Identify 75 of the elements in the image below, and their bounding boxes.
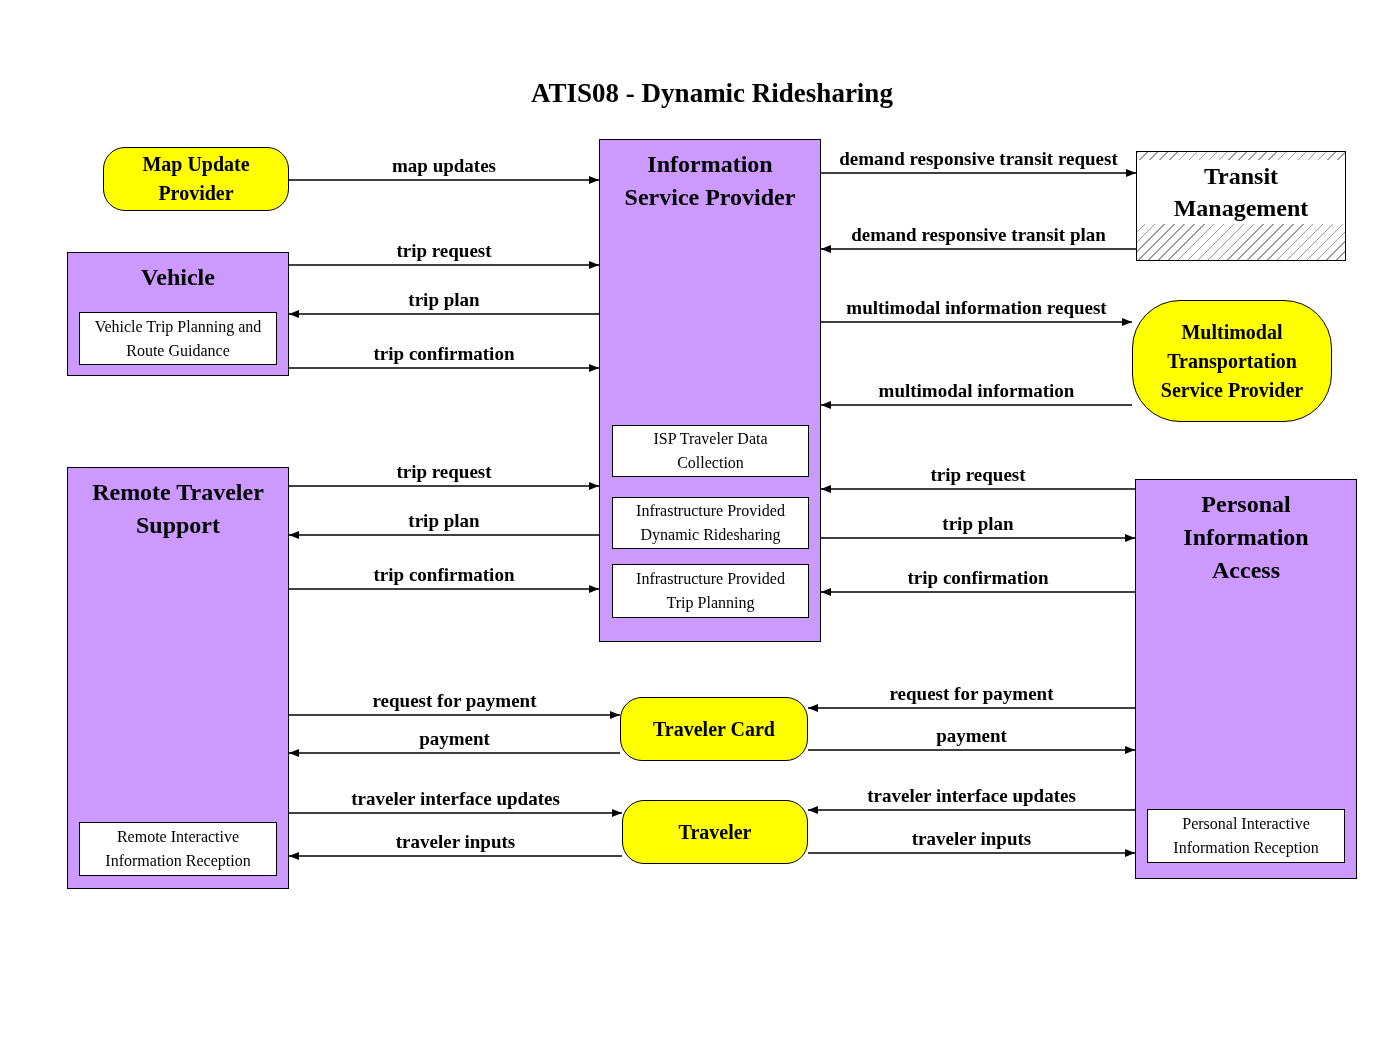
- edge-label: payment: [936, 724, 1007, 748]
- edge-label: request for payment: [372, 689, 537, 713]
- edge-label: trip request: [930, 463, 1026, 487]
- edge-label: trip plan: [942, 512, 1014, 536]
- equipment-package-box: [612, 497, 809, 549]
- edge-label: traveler interface updates: [351, 787, 560, 811]
- arrow: [807, 704, 1136, 712]
- node-label: Remote Interactive Information Reception: [104, 827, 252, 872]
- edge-label: trip confirmation: [907, 566, 1049, 590]
- terminator-box: [1132, 300, 1332, 422]
- node-label: Transit Management: [1137, 160, 1345, 224]
- equipment-package-box: [612, 425, 809, 477]
- equipment-package-box: [79, 822, 277, 876]
- arrow: [820, 169, 1137, 177]
- arrow: [807, 746, 1136, 754]
- edge-label: traveler inputs: [911, 827, 1032, 851]
- edge-label: trip confirmation: [373, 563, 515, 587]
- node-label: Infrastructure Provided Dynamic Ridesharing: [635, 501, 786, 546]
- edge-label: trip confirmation: [373, 342, 515, 366]
- node-label: Infrastructure Provided Trip Planning: [635, 569, 786, 614]
- arrow: [288, 585, 600, 593]
- arrow: [820, 534, 1136, 542]
- arrow: [820, 401, 1133, 409]
- arrow: [820, 588, 1136, 596]
- arrow: [288, 482, 600, 490]
- arrow: [288, 711, 621, 719]
- edge-label: map updates: [392, 154, 496, 178]
- diagram-title: ATIS08 - Dynamic Ridesharing: [530, 77, 894, 110]
- arrow: [807, 849, 1136, 857]
- subsystem-box: [67, 467, 289, 889]
- terminator-box: [620, 697, 808, 761]
- arrow: [288, 364, 600, 372]
- subsystem-box: [67, 252, 289, 376]
- subsystem-box: [1135, 479, 1357, 879]
- node-label: Remote Traveler Support: [91, 478, 265, 540]
- node-label: Traveler: [678, 819, 752, 845]
- arrow: [820, 485, 1136, 493]
- node-label: Vehicle: [140, 263, 216, 292]
- arrow: [288, 531, 600, 539]
- arrow: [807, 806, 1136, 814]
- subsystem-box: [599, 139, 821, 642]
- edge-label: traveler interface updates: [867, 784, 1076, 808]
- edge-label: traveler inputs: [395, 830, 516, 854]
- edge-label: trip plan: [408, 509, 480, 533]
- node-label: ISP Traveler Data Collection: [652, 429, 769, 473]
- terminator-box: [1136, 151, 1346, 261]
- node-label: Map Update Provider: [141, 152, 251, 206]
- edge-label: request for payment: [889, 682, 1054, 706]
- edge-label: demand responsive transit plan: [851, 223, 1106, 247]
- node-label: Personal Information Access: [1182, 490, 1310, 585]
- node-label: Personal Interactive Information Reception: [1172, 814, 1320, 859]
- equipment-package-box: [1147, 809, 1345, 863]
- edge-label: multimodal information: [878, 379, 1075, 403]
- edge-label: payment: [419, 727, 490, 751]
- node-label: Traveler Card: [653, 716, 775, 742]
- node-label: Vehicle Trip Planning and Route Guidance: [93, 316, 263, 361]
- arrow: [288, 809, 623, 817]
- arrow: [288, 261, 600, 269]
- arrow: [288, 176, 600, 184]
- arrow: [288, 852, 623, 860]
- terminator-box: [622, 800, 808, 864]
- arrow: [288, 749, 621, 757]
- equipment-package-box: [79, 312, 277, 365]
- edge-label: multimodal information request: [846, 296, 1107, 320]
- edge-label: trip request: [396, 460, 492, 484]
- edge-label: trip request: [396, 239, 492, 263]
- arrow: [288, 310, 600, 318]
- edge-label: demand responsive transit request: [839, 147, 1118, 171]
- node-label: Information Service Provider: [623, 150, 797, 212]
- equipment-package-box: [612, 564, 809, 618]
- arrow: [820, 318, 1133, 326]
- edge-label: trip plan: [408, 288, 480, 312]
- terminator-box: [103, 147, 289, 211]
- arrow: [820, 245, 1137, 253]
- node-label: Multimodal Transportation Service Provider: [1159, 319, 1305, 403]
